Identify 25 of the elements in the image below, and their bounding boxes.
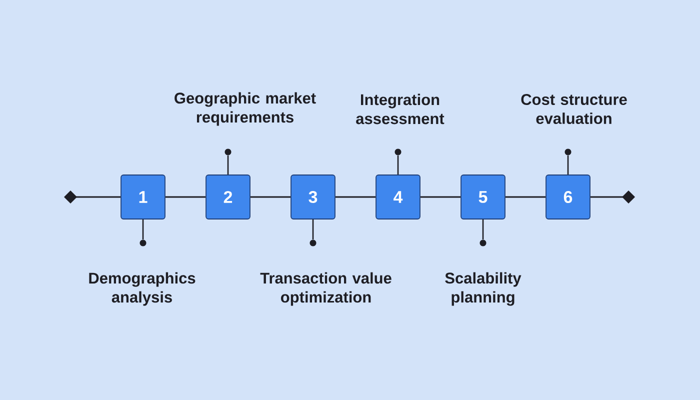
step-box: 2 — [206, 174, 250, 220]
step-label: Geographic market requirements — [174, 92, 316, 126]
timeline-segment — [505, 196, 546, 198]
step-box: 5 — [460, 174, 506, 220]
step-label: Transaction value optimization — [260, 272, 392, 306]
leader-line — [312, 219, 314, 240]
step-label: Cost structure evaluation — [521, 94, 627, 124]
timeline-segment — [420, 196, 461, 198]
timeline-segment — [165, 196, 206, 198]
leader-line — [482, 219, 484, 240]
step-box: 3 — [290, 174, 336, 220]
leader-line — [397, 155, 399, 175]
leader-line — [142, 219, 144, 240]
step-box: 1 — [120, 174, 166, 220]
timeline-segment — [250, 196, 291, 198]
step-box: 6 — [546, 174, 590, 220]
step-label: Scalability planning — [445, 272, 522, 306]
leader-line — [227, 155, 229, 175]
step-box: 4 — [376, 174, 420, 220]
step-label: Demographics analysis — [89, 272, 196, 306]
leader-line — [567, 155, 569, 175]
timeline-end — [64, 190, 121, 204]
timeline-end — [590, 190, 635, 204]
step-label: Integration assessment — [356, 94, 444, 124]
timeline-segment — [335, 196, 376, 198]
